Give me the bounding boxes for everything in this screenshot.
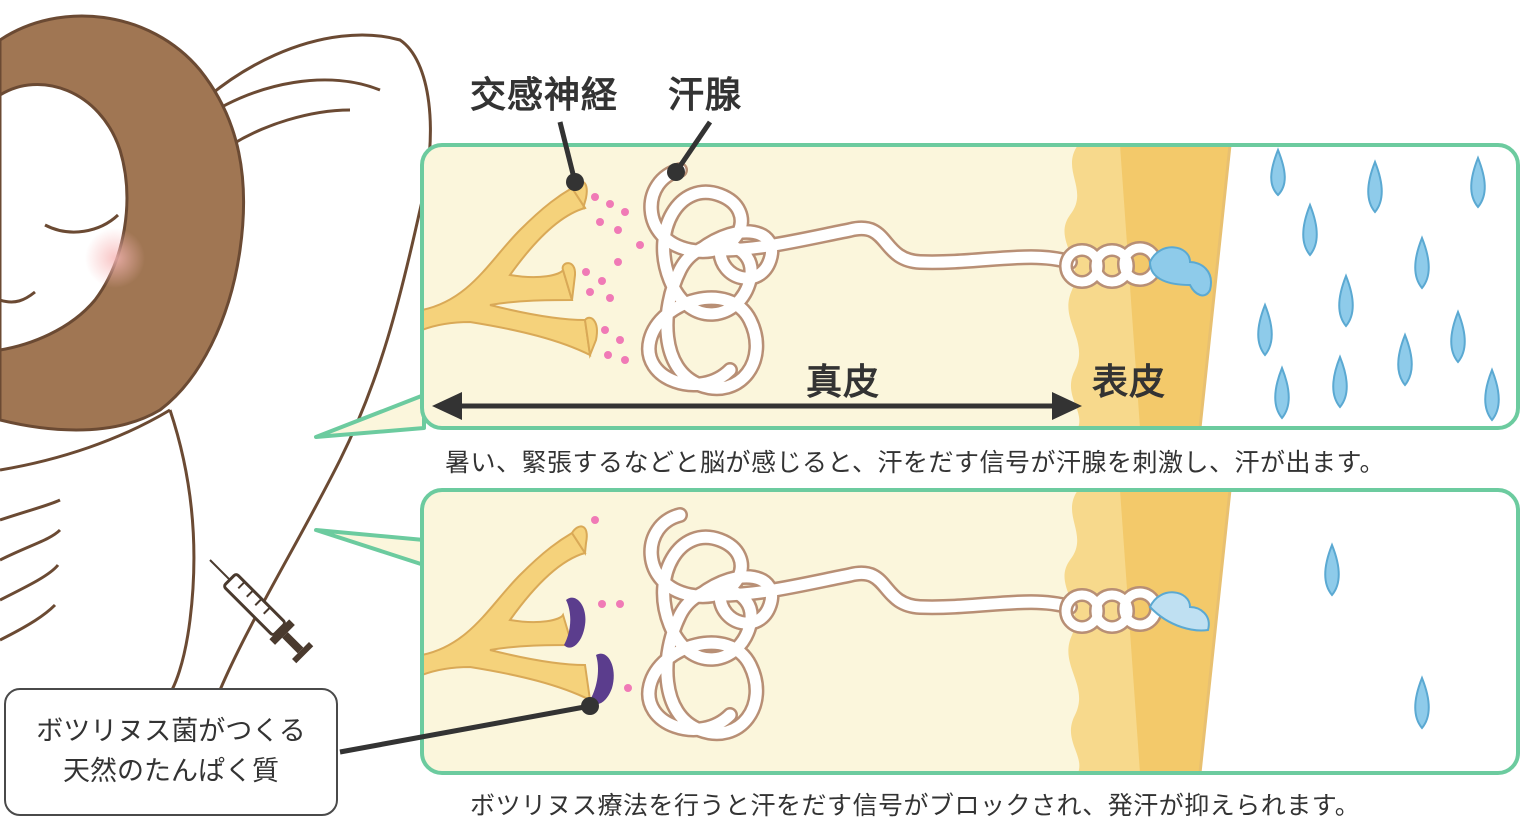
- top-panel: [314, 143, 1520, 439]
- syringe-icon: [209, 559, 314, 664]
- caption-bottom: ボツリヌス療法を行うと汗をだす信号がブロックされ、発汗が抑えられます。: [470, 791, 1361, 820]
- sweat-drops-many: [1257, 147, 1500, 422]
- nerve-signal-dots: [582, 193, 644, 364]
- botulinum-blocker: [564, 597, 614, 705]
- label-dermis: 真皮: [806, 362, 881, 403]
- label-sympathetic-nerve: 交感神経: [470, 75, 619, 116]
- bottom-panel: [314, 488, 1520, 775]
- leader-lines: [339, 120, 713, 755]
- callout-line-2: 天然のたんぱく質: [63, 756, 279, 787]
- woman-illustration: [0, 14, 432, 702]
- callout-line-1: ボツリヌス菌がつくる: [36, 716, 306, 747]
- sweat-exit: [1148, 246, 1212, 297]
- sympathetic-nerve-blocked: [422, 525, 592, 702]
- caption-top: 暑い、緊張するなどと脳が感じると、汗をだす信号が汗腺を刺激し、汗が出ます。: [445, 448, 1386, 477]
- sweat-drops-few: [1324, 542, 1430, 730]
- label-sweat-gland: 汗腺: [668, 75, 743, 116]
- sweat-gland-coil: [640, 162, 1078, 397]
- sweat-duct: [1059, 241, 1212, 297]
- botulinum-protein-callout: ボツリヌス菌がつくる 天然のたんぱく質: [4, 688, 338, 816]
- label-epidermis: 表皮: [1092, 362, 1167, 403]
- dermis-arrow: [432, 392, 1082, 420]
